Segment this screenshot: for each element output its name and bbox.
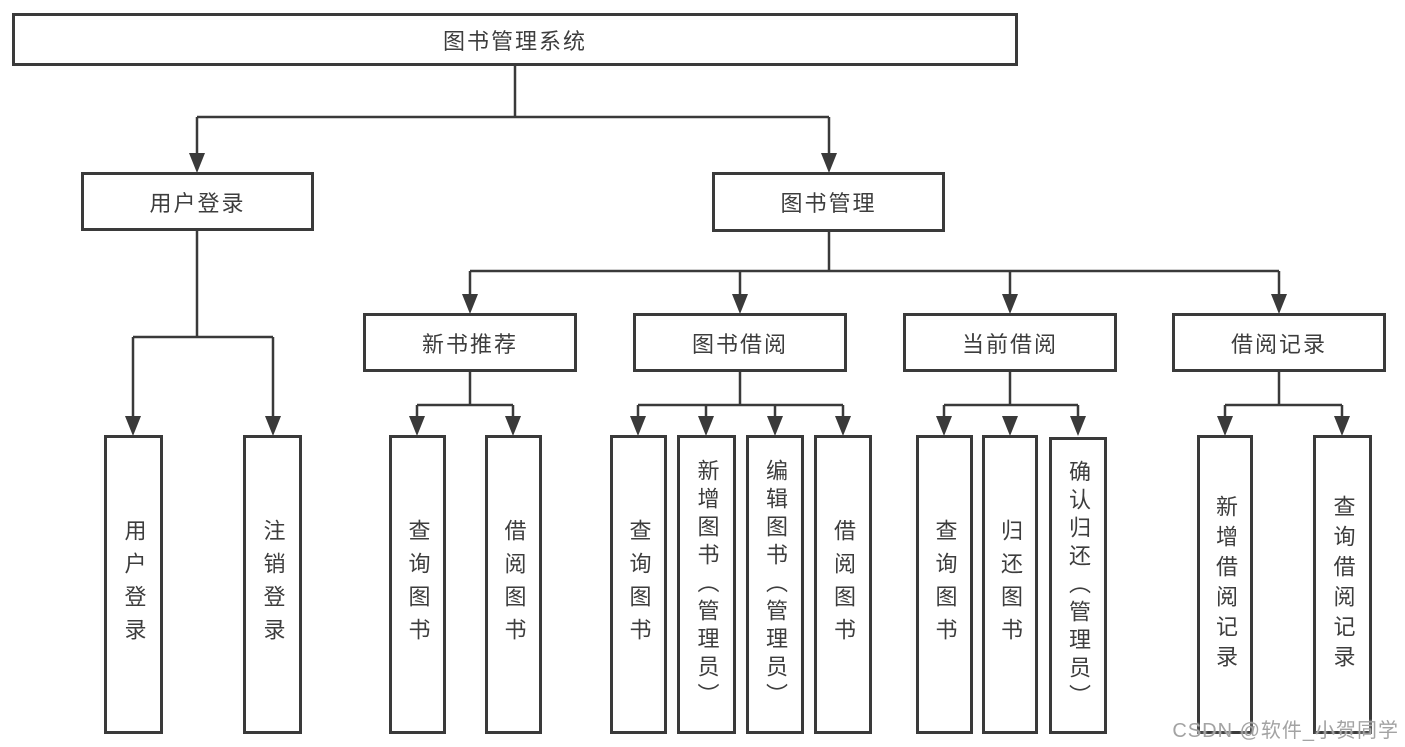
leaf-confirm-return-admin: 确认归还（管理员） xyxy=(1049,437,1107,734)
node-new-book-recommendation: 新书推荐 xyxy=(363,313,577,372)
leaf-borrow-books-1: 借阅图书 xyxy=(485,435,542,734)
down-arrow-icon xyxy=(1070,416,1086,436)
down-arrow-icon xyxy=(630,416,646,436)
leaf-add-books-admin: 新增图书（管理员） xyxy=(677,435,736,734)
down-arrow-icon xyxy=(821,153,837,173)
down-arrow-icon xyxy=(462,294,478,314)
down-arrow-icon xyxy=(835,416,851,436)
down-arrow-icon xyxy=(1217,416,1233,436)
down-arrow-icon xyxy=(189,153,205,173)
down-arrow-icon xyxy=(732,294,748,314)
leaf-query-books-2: 查询图书 xyxy=(610,435,667,734)
down-arrow-icon xyxy=(1334,416,1350,436)
down-arrow-icon xyxy=(1271,294,1287,314)
down-arrow-icon xyxy=(409,416,425,436)
node-book-management: 图书管理 xyxy=(712,172,945,232)
down-arrow-icon xyxy=(698,416,714,436)
leaf-logout-login: 注销登录 xyxy=(243,435,302,734)
leaf-edit-books-admin: 编辑图书（管理员） xyxy=(746,435,804,734)
down-arrow-icon xyxy=(125,416,141,436)
down-arrow-icon xyxy=(1002,294,1018,314)
connector-path xyxy=(131,66,1344,422)
leaf-user-login: 用户登录 xyxy=(104,435,163,734)
node-user-login: 用户登录 xyxy=(81,172,314,231)
node-borrowing-records: 借阅记录 xyxy=(1172,313,1386,372)
down-arrow-icon xyxy=(1002,416,1018,436)
node-current-borrowing: 当前借阅 xyxy=(903,313,1117,372)
leaf-return-books: 归还图书 xyxy=(982,435,1038,734)
down-arrow-icon xyxy=(505,416,521,436)
down-arrow-icon xyxy=(265,416,281,436)
csdn-watermark: CSDN @软件_小贺同学 xyxy=(1172,720,1399,742)
leaf-query-books-3: 查询图书 xyxy=(916,435,973,734)
leaf-query-borrow-record: 查询借阅记录 xyxy=(1313,435,1372,734)
leaf-query-books-1: 查询图书 xyxy=(389,435,446,734)
node-book-borrowing: 图书借阅 xyxy=(633,313,847,372)
leaf-add-borrow-record: 新增借阅记录 xyxy=(1197,435,1253,734)
arrowheads xyxy=(125,153,1350,436)
node-library-management-system: 图书管理系统 xyxy=(12,13,1018,66)
down-arrow-icon xyxy=(767,416,783,436)
leaf-borrow-books-2: 借阅图书 xyxy=(814,435,872,734)
down-arrow-icon xyxy=(936,416,952,436)
